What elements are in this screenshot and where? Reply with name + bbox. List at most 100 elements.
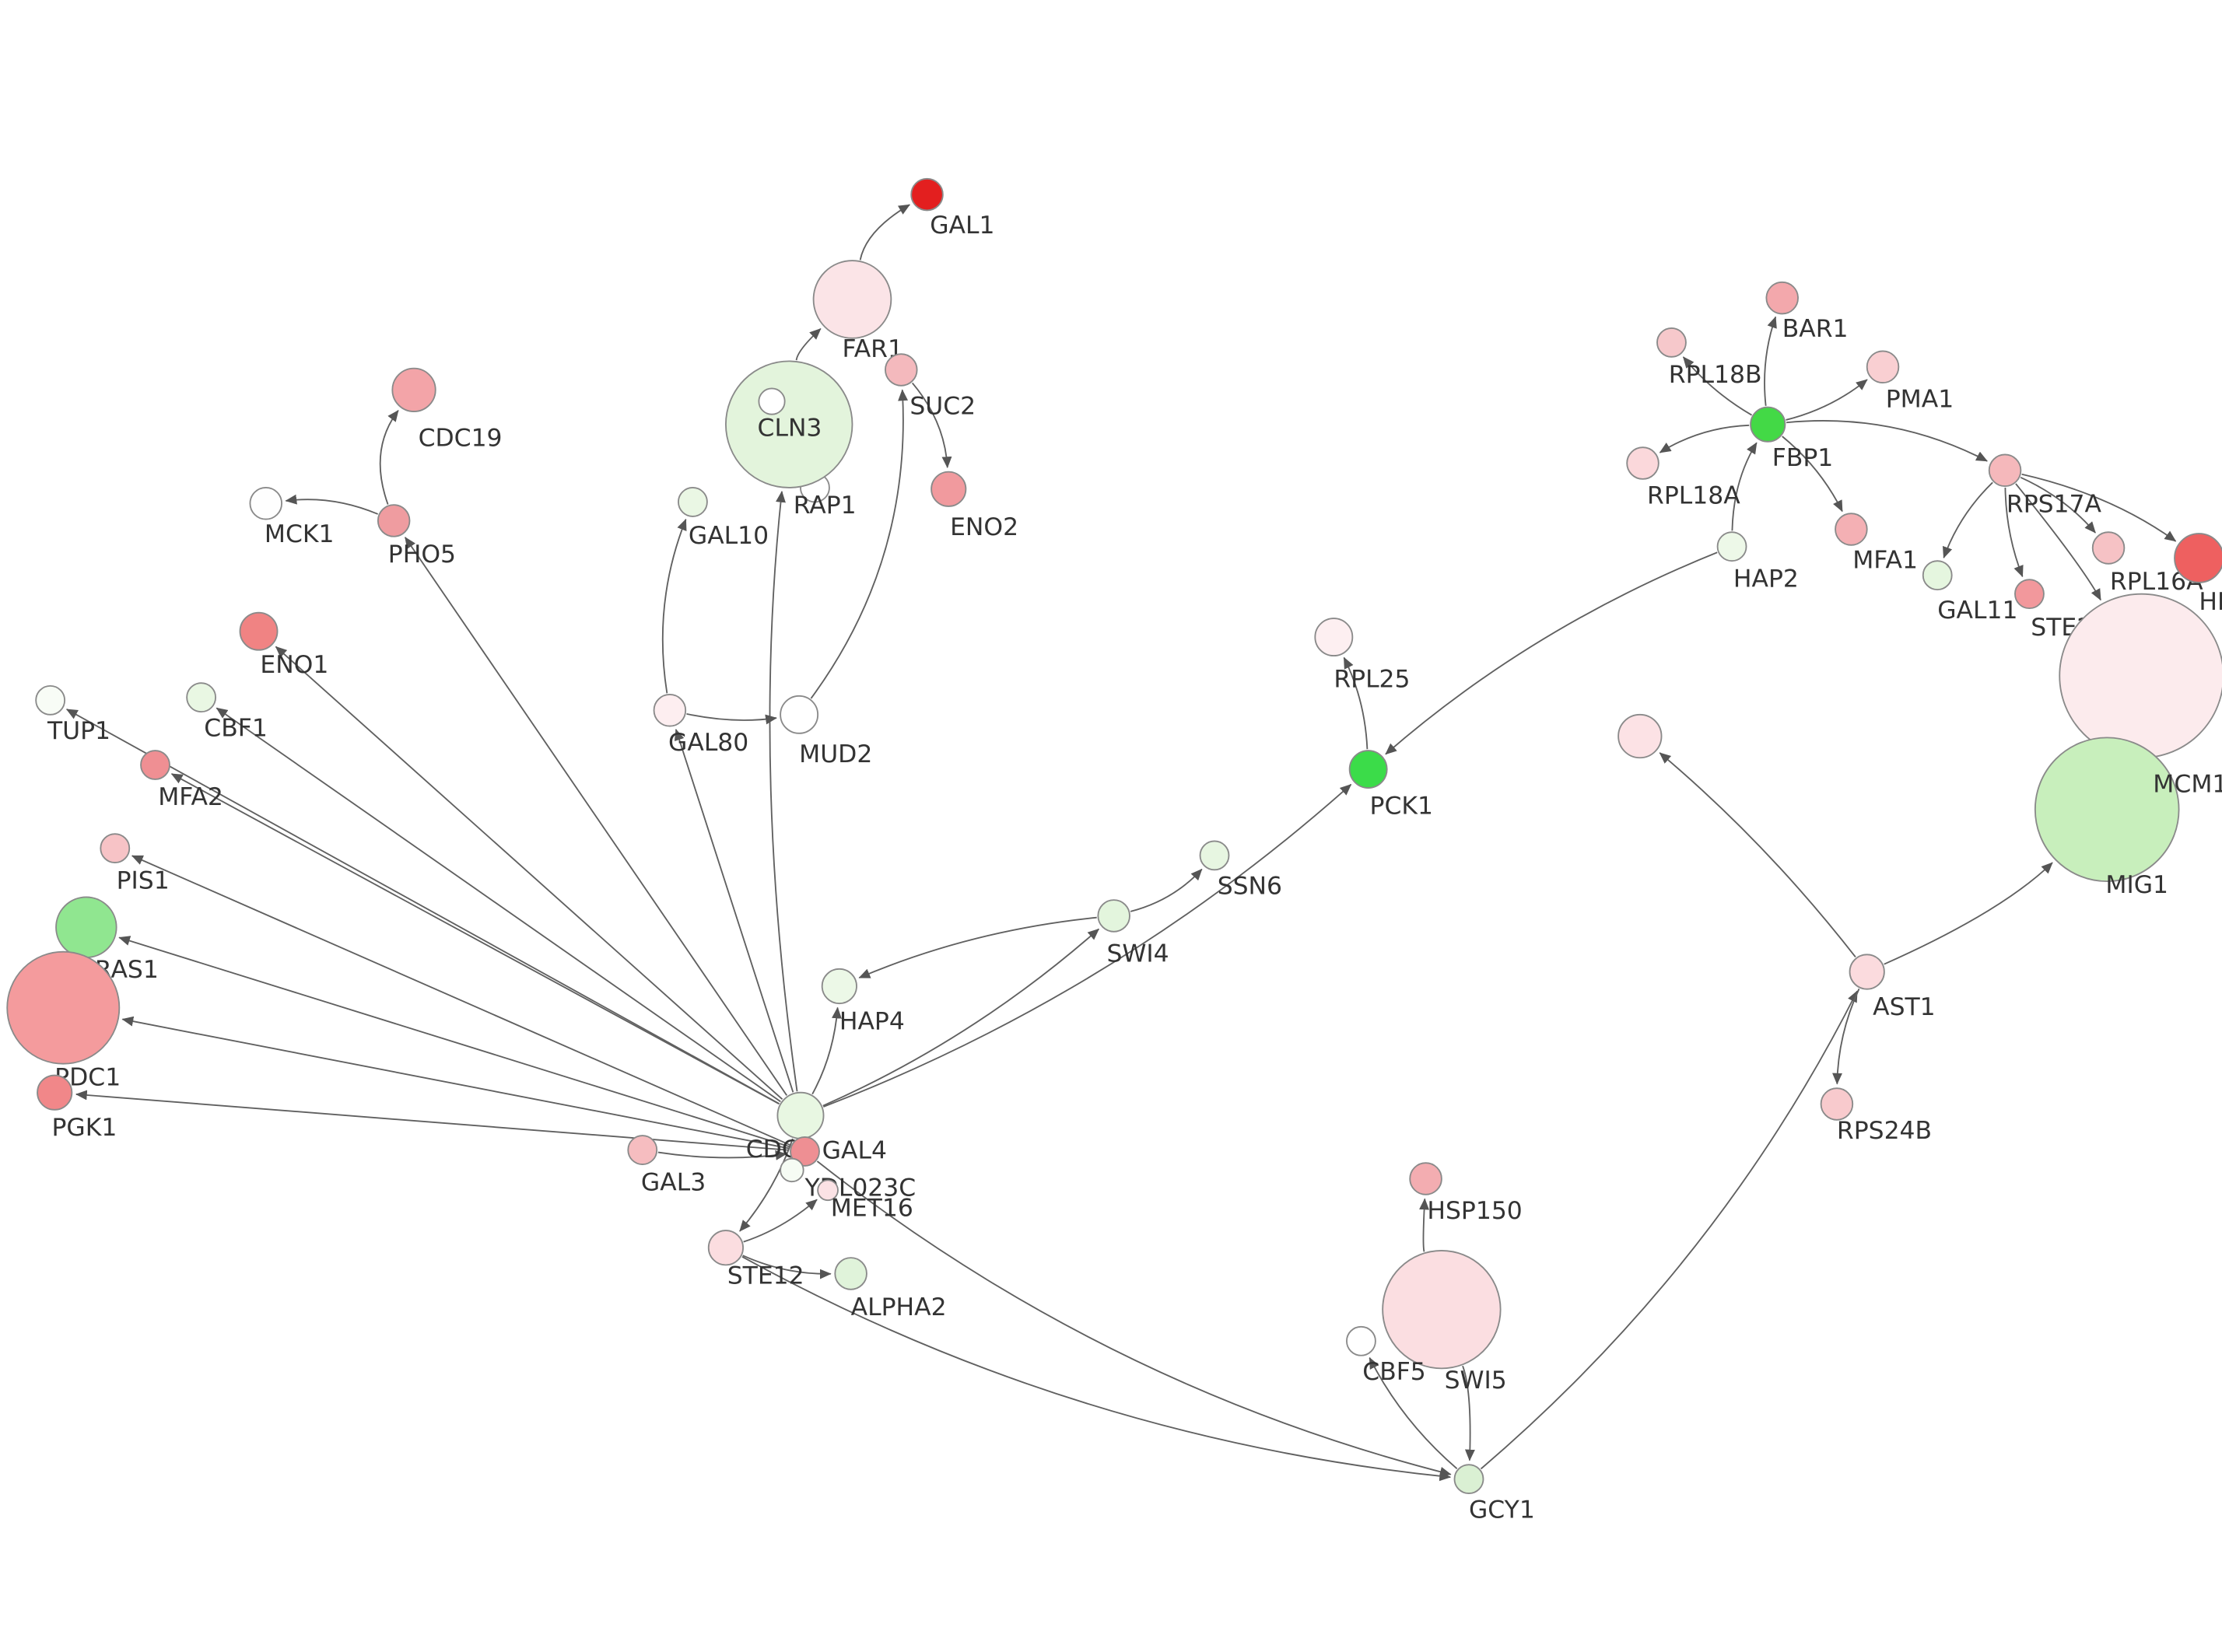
edge-CLN3-FAR1 <box>795 327 822 361</box>
node-swi4[interactable] <box>1097 899 1130 933</box>
edge-STE12-GCY1 <box>741 1256 1452 1482</box>
node-cln3[interactable] <box>724 360 853 488</box>
node-his4[interactable] <box>2174 533 2222 583</box>
node-rpl25[interactable] <box>1314 618 1354 657</box>
node-mcm1[interactable] <box>2059 593 2222 759</box>
node-bar1[interactable] <box>1765 281 1799 315</box>
edge-GAL4-PIS1 <box>131 855 791 1146</box>
node-label-rpl18a: RPL18A <box>1647 481 1740 509</box>
node-tup1[interactable] <box>35 684 66 716</box>
node-rps17a[interactable] <box>1988 453 2022 488</box>
edge-CDC6-TUP1 <box>65 709 780 1104</box>
node-mck1[interactable] <box>249 487 283 520</box>
node-label-gal4: GAL4 <box>822 1137 887 1165</box>
edge-CDC6-GAL80 <box>674 728 794 1093</box>
edge-RPS17A-GAL11 <box>1942 481 1993 558</box>
node-cdc6[interactable] <box>776 1091 825 1139</box>
node-fbp1[interactable] <box>1750 406 1786 443</box>
node-ast1[interactable] <box>1849 954 1885 990</box>
node-gal4[interactable] <box>790 1136 820 1167</box>
node-label-gal10: GAL10 <box>689 522 769 550</box>
node-hap4[interactable] <box>821 968 857 1005</box>
edge-RPS17A-STE2 <box>2004 487 2024 578</box>
edge-PHO5-CDC19 <box>379 410 399 505</box>
node-label-rpl25: RPL25 <box>1334 666 1410 694</box>
node-label-gal11: GAL11 <box>1937 597 2017 625</box>
node-mfa2[interactable] <box>140 750 170 780</box>
node-label-rps24b: RPS24B <box>1837 1117 1932 1145</box>
node-label-bar1: BAR1 <box>1782 315 1849 343</box>
edge-layer <box>65 204 2177 1482</box>
node-gal80[interactable] <box>653 694 687 727</box>
node-ste12[interactable] <box>707 1230 745 1266</box>
edge-FAR1-GAL1 <box>859 204 910 261</box>
node-cdc19[interactable] <box>391 367 436 412</box>
node-ssn6[interactable] <box>1199 840 1230 871</box>
node-pis1[interactable] <box>100 833 131 864</box>
node-unnamed2[interactable] <box>1617 713 1663 759</box>
node-label-mcm1: MCM1 <box>2153 771 2222 799</box>
node-ydl023c[interactable] <box>780 1157 804 1183</box>
node-label-cbf1: CBF1 <box>204 715 267 743</box>
node-rpl18b[interactable] <box>1656 327 1687 358</box>
node-gal3[interactable] <box>627 1135 658 1165</box>
edge-GAL4-PDC1 <box>121 1016 790 1150</box>
node-rpl18a[interactable] <box>1626 446 1659 480</box>
node-label-gal80: GAL80 <box>668 729 748 757</box>
node-label-rap1: RAP1 <box>794 492 857 520</box>
node-label-gcy1: GCY1 <box>1469 1496 1535 1524</box>
node-met16[interactable] <box>817 1179 839 1202</box>
node-label-tup1: TUP1 <box>47 717 110 745</box>
edge-SWI5-HSP150 <box>1419 1198 1430 1252</box>
node-ras1[interactable] <box>55 896 117 958</box>
node-eno2[interactable] <box>931 471 967 507</box>
node-far1[interactable] <box>812 260 892 339</box>
node-label-ast1: AST1 <box>1873 993 1936 1021</box>
node-label-pma1: PMA1 <box>1886 385 1954 413</box>
node-cbf1[interactable] <box>186 682 217 713</box>
node-label-swi4: SWI4 <box>1106 940 1169 968</box>
node-rpl16a[interactable] <box>2091 531 2126 565</box>
node-mig1[interactable] <box>2034 737 2180 883</box>
node-gal10[interactable] <box>678 487 708 517</box>
node-eno1[interactable] <box>239 611 279 651</box>
edge-CDC6-MFA2 <box>170 773 780 1105</box>
node-label-mck1: MCK1 <box>265 520 335 548</box>
node-suc2[interactable] <box>885 353 918 387</box>
node-pma1[interactable] <box>1866 350 1900 384</box>
node-label-fbp1: FBP1 <box>1772 444 1834 472</box>
node-cbf5[interactable] <box>1346 1325 1376 1356</box>
node-gcy1[interactable] <box>1453 1464 1484 1495</box>
edge-SWI4-HAP4 <box>858 916 1097 978</box>
node-pgk1[interactable] <box>37 1074 73 1111</box>
node-hsp150[interactable] <box>1409 1162 1442 1195</box>
node-label-rps17a: RPS17A <box>2006 490 2102 518</box>
node-swi5[interactable] <box>1382 1249 1502 1370</box>
edge-AST1-RPS24B <box>1832 988 1860 1085</box>
edge-CDC6-STE12 <box>739 1138 794 1232</box>
node-layer: RAP1CLN3GAL1FAR1SUC2ENO2GAL10CDC19MCK1PH… <box>6 177 2222 1524</box>
node-pho5[interactable] <box>377 504 411 537</box>
node-label-pis1: PIS1 <box>117 866 170 894</box>
node-mfa1[interactable] <box>1835 513 1868 546</box>
node-alpha2[interactable] <box>834 1257 867 1290</box>
node-label-gal3: GAL3 <box>641 1168 706 1196</box>
edge-HAP2-PCK1 <box>1385 551 1718 755</box>
node-label-ste12: STE12 <box>727 1262 804 1290</box>
node-gal1[interactable] <box>910 177 944 212</box>
node-ste2[interactable] <box>2014 579 2045 610</box>
node-pck1[interactable] <box>1348 750 1388 789</box>
node-label-alpha2: ALPHA2 <box>851 1293 947 1321</box>
node-gal11[interactable] <box>1922 560 1953 591</box>
node-hap2[interactable] <box>1716 531 1747 562</box>
node-rps24b[interactable] <box>1820 1087 1854 1121</box>
node-label-mfa1: MFA1 <box>1852 546 1918 574</box>
edge-FBP1-BAR1 <box>1764 316 1777 406</box>
node-unnamed1[interactable] <box>758 387 786 415</box>
node-label-pho5: PHO5 <box>388 541 456 569</box>
node-pdc1[interactable] <box>6 950 121 1065</box>
node-mud2[interactable] <box>780 695 819 734</box>
node-label-gal1: GAL1 <box>930 212 994 240</box>
node-label-eno2: ENO2 <box>950 513 1018 541</box>
